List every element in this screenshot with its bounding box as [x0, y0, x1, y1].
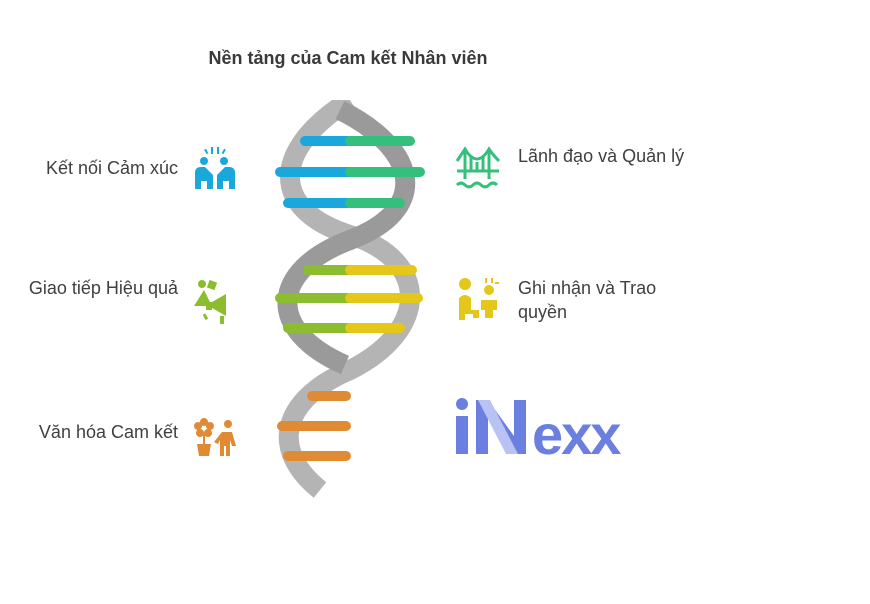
helix-rungs — [275, 136, 425, 461]
inexx-logo: exx — [456, 398, 623, 462]
label-commitment-culture: Văn hóa Cam kết — [38, 422, 178, 442]
megaphone-shapes-icon — [194, 279, 226, 324]
people-connecting-icon — [195, 147, 235, 189]
label-recognition-empowerment: Ghi nhận và Trao quyền — [518, 278, 657, 322]
label-emotional-connection: Kết nối Cảm xúc — [45, 158, 178, 178]
person-teaching-child-icon — [459, 278, 499, 320]
diagram-title: Nền tảng của Cam kết Nhân viên — [208, 48, 488, 68]
logo-wordmark: exx — [532, 403, 621, 462]
flower-person-icon — [194, 418, 236, 456]
dna-helix — [275, 100, 425, 498]
label-leadership-management: Lãnh đạo và Quản lý — [518, 146, 685, 166]
bridge-icon — [455, 146, 501, 189]
label-effective-communication: Giao tiếp Hiệu quả — [28, 278, 178, 298]
